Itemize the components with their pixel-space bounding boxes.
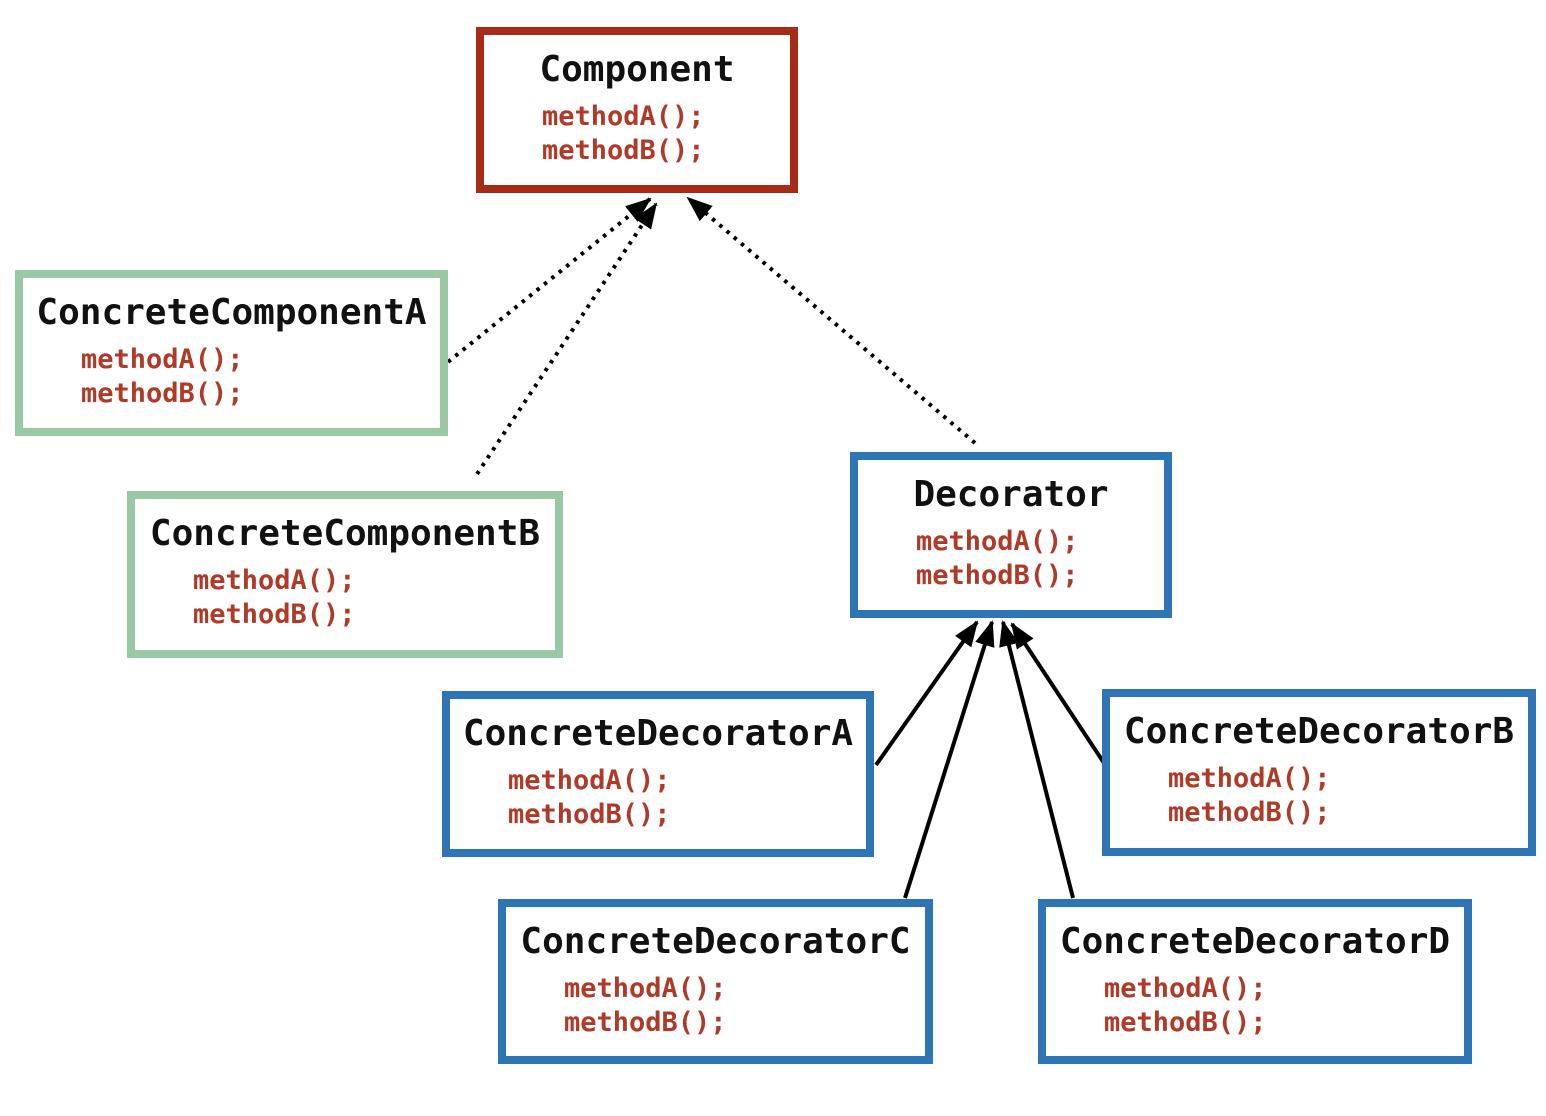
class-box-concrete-decorator-a: ConcreteDecoratorA methodA(); methodB(); [442, 691, 874, 857]
class-box-decorator: Decorator methodA(); methodB(); [850, 452, 1172, 618]
class-title-decorator: Decorator [913, 474, 1109, 515]
method-line: methodA(); [1168, 763, 1331, 794]
class-box-component: Component methodA(); methodB(); [476, 27, 798, 193]
arrow-concrete-component-a-to-component [446, 197, 652, 364]
class-box-concrete-decorator-c: ConcreteDecoratorC methodA(); methodB(); [498, 899, 933, 1064]
class-title-concrete-component-b: ConcreteComponentB [149, 513, 541, 554]
method-line: methodA(); [81, 344, 244, 375]
arrow-decorator-to-component [686, 196, 977, 445]
method-line: methodB(); [508, 799, 671, 830]
class-title-concrete-decorator-d: ConcreteDecoratorD [1059, 921, 1451, 962]
arrow-concrete-decorator-c-to-decorator [903, 620, 995, 899]
class-box-concrete-component-b: ConcreteComponentB methodA(); methodB(); [127, 491, 563, 658]
method-line: methodA(); [508, 765, 671, 796]
arrow-concrete-component-b-to-component [475, 202, 658, 476]
method-line: methodA(); [564, 973, 727, 1004]
method-line: methodB(); [542, 135, 705, 166]
class-title-component: Component [539, 49, 735, 90]
arrow-concrete-decorator-a-to-decorator [874, 620, 979, 767]
method-line: methodB(); [1104, 1007, 1267, 1038]
class-box-concrete-component-a: ConcreteComponentA methodA(); methodB(); [15, 270, 448, 436]
arrow-concrete-decorator-d-to-decorator [999, 620, 1075, 899]
method-line: methodA(); [916, 526, 1079, 557]
method-line: methodB(); [193, 599, 356, 630]
method-line: methodA(); [1104, 973, 1267, 1004]
class-title-concrete-decorator-b: ConcreteDecoratorB [1123, 711, 1515, 752]
method-line: methodB(); [1168, 797, 1331, 828]
method-line: methodB(); [916, 560, 1079, 591]
class-box-concrete-decorator-b: ConcreteDecoratorB methodA(); methodB(); [1102, 689, 1536, 856]
arrow-concrete-decorator-b-to-decorator [1010, 622, 1106, 765]
method-line: methodA(); [193, 565, 356, 596]
method-line: methodA(); [542, 101, 705, 132]
class-title-concrete-component-a: ConcreteComponentA [36, 292, 427, 333]
method-line: methodB(); [81, 378, 244, 409]
class-title-concrete-decorator-a: ConcreteDecoratorA [462, 713, 854, 754]
class-box-concrete-decorator-d: ConcreteDecoratorD methodA(); methodB(); [1038, 899, 1472, 1064]
class-title-concrete-decorator-c: ConcreteDecoratorC [520, 921, 911, 962]
method-line: methodB(); [564, 1007, 727, 1038]
